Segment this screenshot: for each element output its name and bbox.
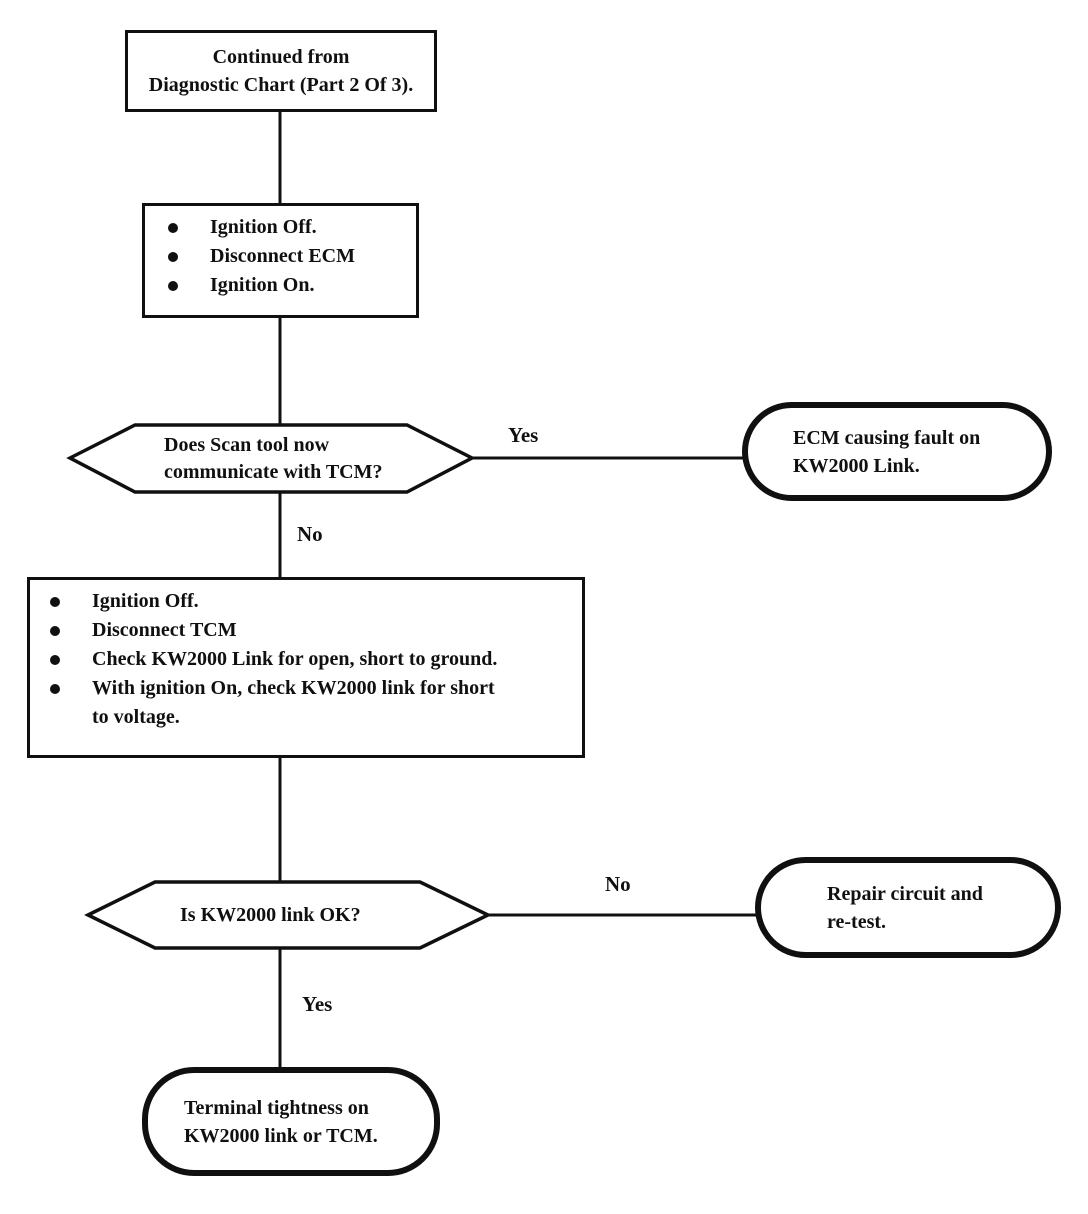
decision-1-text: Does Scan tool now communicate with TCM?	[164, 434, 383, 483]
bullet-icon	[168, 252, 178, 262]
start-node: Continued from Diagnostic Chart (Part 2 …	[125, 30, 437, 112]
edge-label-decision1-no: No	[297, 522, 323, 546]
list-item: Disconnect ECM	[145, 242, 406, 271]
list-item: Disconnect TCM	[30, 616, 572, 645]
list-item-text: Ignition On.	[210, 274, 315, 296]
list-item-text: Ignition Off.	[92, 590, 199, 612]
action-box-1: Ignition Off. Disconnect ECM Ignition On…	[142, 203, 419, 318]
bullet-icon	[50, 655, 60, 665]
list-item-text: Disconnect TCM	[92, 619, 237, 641]
list-item-text: With ignition On, check KW2000 link for …	[92, 677, 495, 728]
edge-label-decision2-no: No	[605, 872, 631, 896]
decision-2-text: Is KW2000 link OK?	[180, 904, 361, 926]
bullet-icon	[50, 684, 60, 694]
list-item: Ignition Off.	[145, 213, 406, 242]
bullet-icon	[50, 626, 60, 636]
list-item-text: Ignition Off.	[210, 216, 317, 238]
bullet-icon	[50, 597, 60, 607]
outcome-repair: Repair circuit and re-test.	[755, 857, 1061, 958]
bullet-icon	[168, 281, 178, 291]
edge-label-decision1-yes: Yes	[508, 423, 539, 447]
outcome-repair-text: Repair circuit and re-test.	[827, 882, 983, 933]
outcome-ecm-fault-text: ECM causing fault on KW2000 Link.	[793, 426, 981, 477]
list-item: Ignition Off.	[30, 587, 572, 616]
list-item: Check KW2000 Link for open, short to gro…	[30, 645, 572, 674]
action-box-1-list: Ignition Off. Disconnect ECM Ignition On…	[145, 206, 416, 300]
outcome-ecm-fault: ECM causing fault on KW2000 Link.	[742, 402, 1052, 501]
action-box-2-list: Ignition Off. Disconnect TCM Check KW200…	[30, 580, 582, 732]
bullet-icon	[168, 223, 178, 233]
list-item-text: Check KW2000 Link for open, short to gro…	[92, 648, 498, 670]
edge-label-decision2-yes: Yes	[302, 992, 333, 1016]
action-box-2: Ignition Off. Disconnect TCM Check KW200…	[27, 577, 585, 758]
outcome-terminal-tightness-text: Terminal tightness on KW2000 link or TCM…	[184, 1096, 378, 1147]
list-item-text: Disconnect ECM	[210, 245, 355, 267]
list-item: With ignition On, check KW2000 link for …	[30, 674, 572, 732]
outcome-terminal-tightness: Terminal tightness on KW2000 link or TCM…	[142, 1067, 440, 1176]
start-node-text: Continued from Diagnostic Chart (Part 2 …	[148, 46, 414, 96]
list-item: Ignition On.	[145, 271, 406, 300]
